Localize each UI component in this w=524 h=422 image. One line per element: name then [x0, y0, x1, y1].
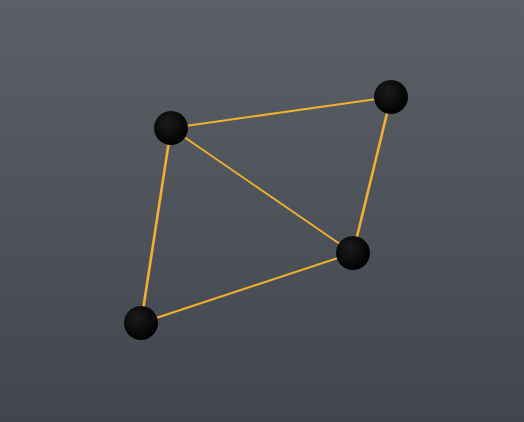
node-1[interactable]	[154, 111, 188, 145]
node-3[interactable]	[336, 236, 370, 270]
node-2[interactable]	[124, 306, 158, 340]
edge-node-1-node-2	[139, 126, 173, 325]
edge-node-1-node-4	[170, 96, 392, 129]
edge-node-3-node-4	[351, 95, 393, 255]
edges-layer	[139, 95, 393, 325]
edge-node-2-node-3	[140, 252, 354, 324]
nodes-layer	[124, 80, 408, 340]
edge-node-1-node-3	[170, 127, 354, 254]
node-4[interactable]	[374, 80, 408, 114]
